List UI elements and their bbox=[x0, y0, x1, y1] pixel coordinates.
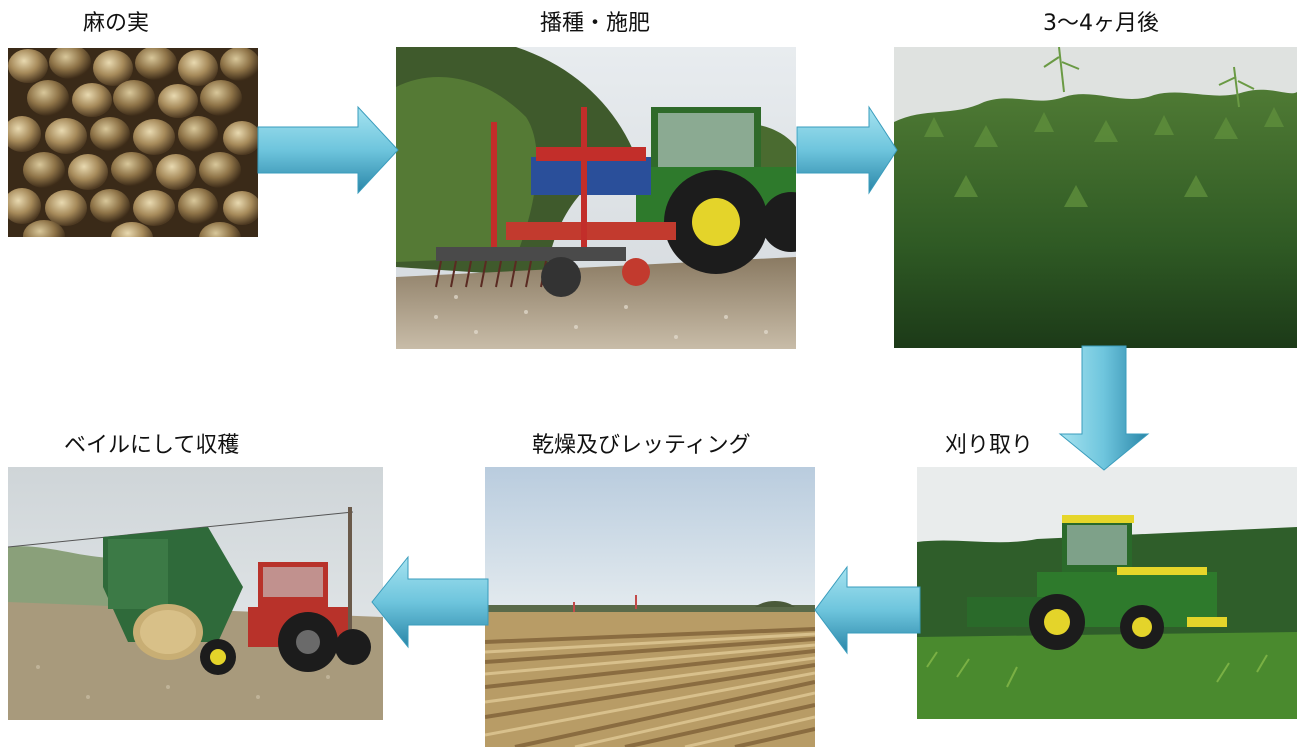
right-arrow-icon bbox=[796, 105, 898, 195]
field-retting-photo bbox=[485, 467, 815, 747]
step-label-baling-harvest: ベイルにして収穫 bbox=[64, 433, 240, 458]
left-arrow-icon bbox=[371, 555, 489, 649]
step-label-drying-retting: 乾燥及びレッティング bbox=[532, 433, 751, 458]
harvester-photo bbox=[917, 467, 1297, 719]
right-arrow-icon bbox=[257, 105, 399, 195]
hemp-seeds-photo bbox=[8, 48, 258, 237]
step-label-hemp-seeds: 麻の実 bbox=[83, 11, 150, 36]
left-arrow-icon bbox=[814, 565, 921, 655]
step-label-cutting: 刈り取り bbox=[945, 433, 1034, 458]
step-label-three-to-four-months: 3～4ヶ月後 bbox=[1043, 11, 1159, 36]
step-label-sowing-fertilizing: 播種・施肥 bbox=[540, 11, 651, 36]
down-arrow-icon bbox=[1058, 345, 1150, 471]
baler-photo bbox=[8, 467, 383, 720]
tractor-seeder-photo bbox=[396, 47, 796, 349]
hemp-crop-photo bbox=[894, 47, 1297, 348]
